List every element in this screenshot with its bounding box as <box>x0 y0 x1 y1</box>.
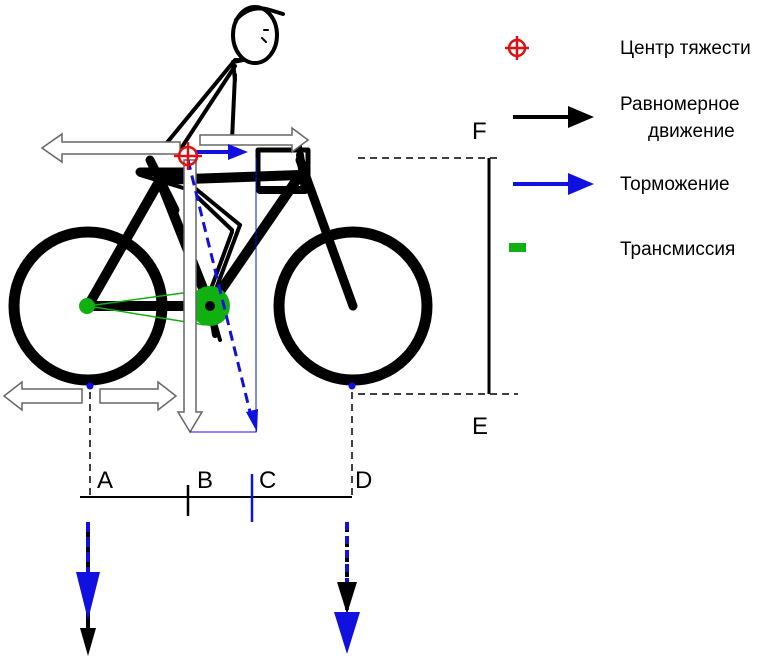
label-a: A <box>97 467 113 494</box>
legend-transmission-icon <box>509 243 526 252</box>
rear-contact-arrow-right <box>99 380 178 412</box>
legend: Центр тяжести Равномерное движение Тормо… <box>505 36 751 260</box>
reaction-arrow-rear <box>76 522 100 656</box>
inertia-arrow-left <box>40 132 181 164</box>
force-vectors <box>2 126 310 434</box>
front-wheel <box>273 226 433 386</box>
legend-uniform-label-line2: движение <box>648 121 735 142</box>
transmission <box>79 286 230 326</box>
center-of-gravity-icon <box>174 142 202 170</box>
rear-sprocket <box>79 298 95 314</box>
front-contact-point <box>348 382 356 390</box>
handlebar <box>255 147 311 193</box>
gravity-arrow <box>176 159 204 434</box>
cyclist-cap <box>234 6 285 22</box>
legend-uniform-label-line1: Равномерное <box>620 94 740 115</box>
height-dimension <box>358 157 518 395</box>
contact-verticals <box>86 382 356 495</box>
legend-cog-icon <box>505 36 529 60</box>
legend-braking-label: Торможение <box>620 174 730 195</box>
bicycle <box>8 147 433 386</box>
reaction-arrow-front <box>334 522 360 654</box>
wheelbase-axis <box>80 474 352 522</box>
legend-cog-label: Центр тяжести <box>620 38 751 59</box>
label-e: E <box>472 413 488 440</box>
label-b: B <box>197 467 213 494</box>
legend-transmission-label: Трансмиссия <box>620 239 735 260</box>
label-f: F <box>472 118 487 145</box>
rear-contact-point <box>86 382 94 390</box>
forward-arrow-top <box>199 126 310 154</box>
label-d: D <box>355 467 372 494</box>
label-c: C <box>259 467 276 494</box>
braking-resultant <box>186 159 254 421</box>
rear-contact-arrow-left <box>2 380 83 412</box>
